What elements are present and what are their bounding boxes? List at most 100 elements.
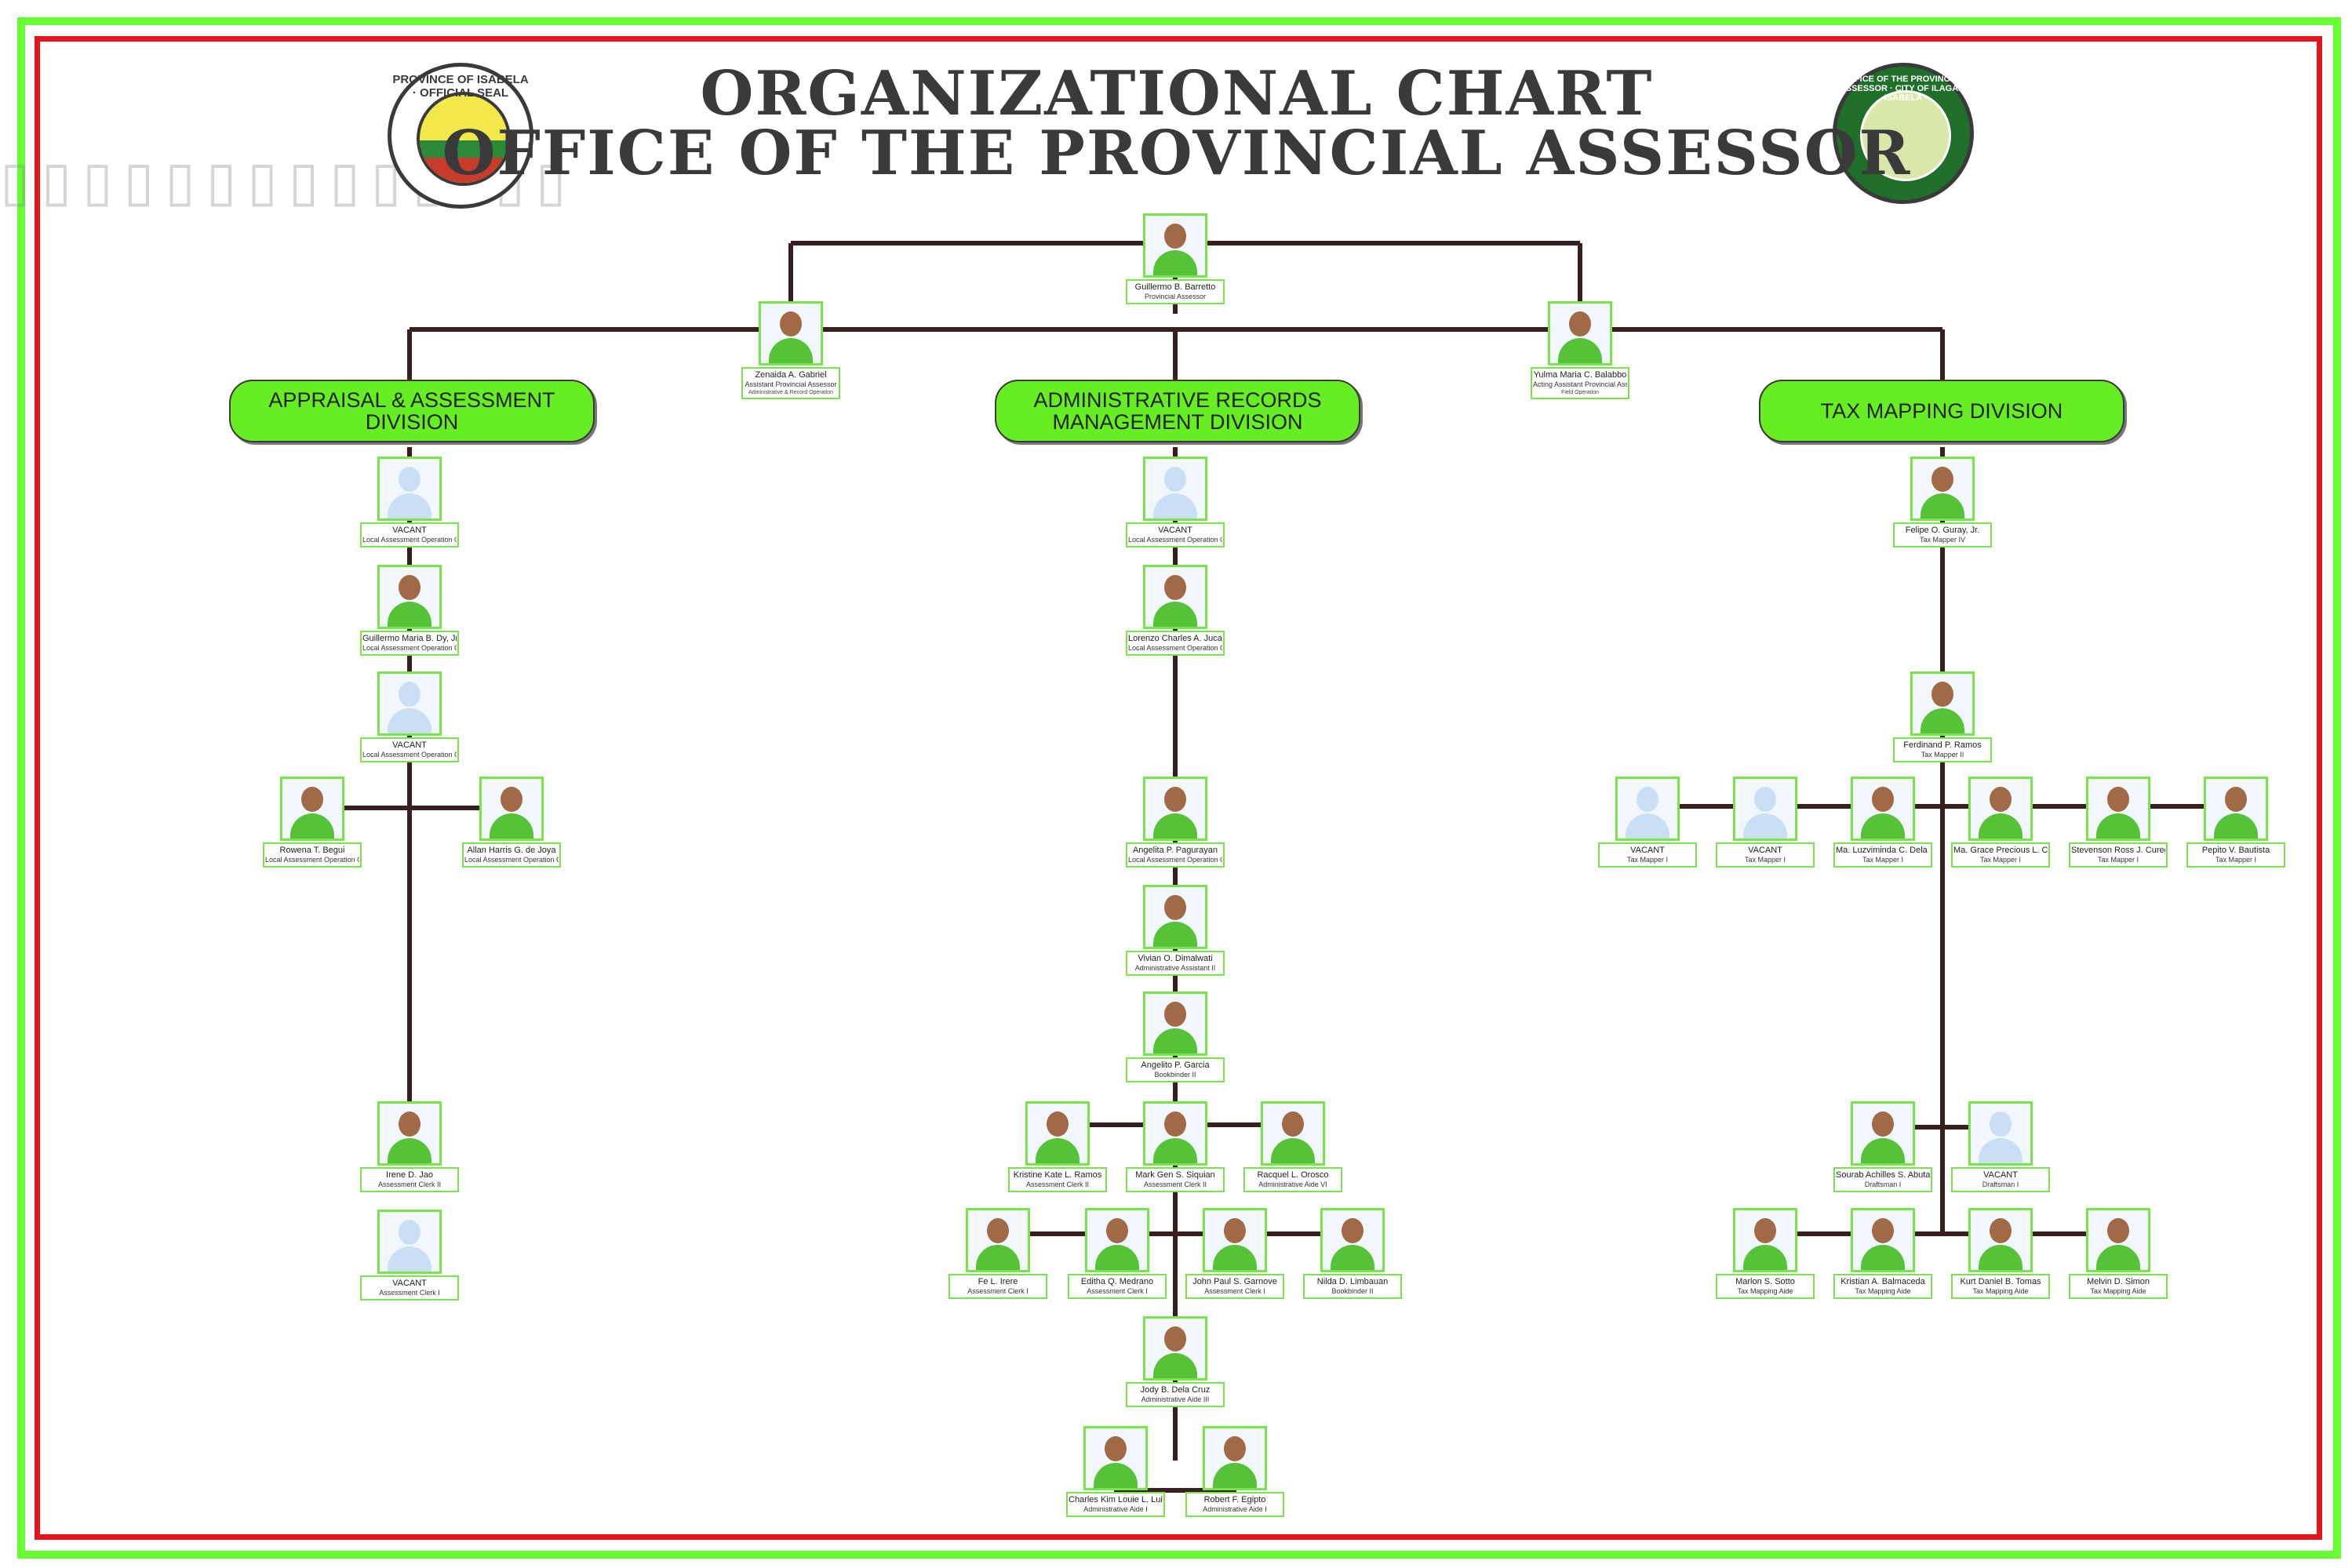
staff-name: Guillermo B. Barretto [1134,282,1216,292]
staff-name: Allan Harris G. de Joya [467,846,556,855]
staff-position: Local Assessment Operation Officer II [362,751,457,759]
staff-position: Tax Mapper I [2215,856,2257,864]
staff-photo [1143,1316,1207,1381]
vacant-avatar-icon [377,671,442,736]
staff-name: VACANT [1158,526,1192,535]
staff-position: Tax Mapping Aide [1855,1287,1911,1295]
staff-photo [2204,777,2268,841]
staff-position: Administrative Aide I [1083,1505,1148,1513]
staff-name: VACANT [1748,846,1782,855]
staff-photo [1851,777,1915,841]
staff-position: Tax Mapper I [1744,856,1786,864]
staff-photo [1910,671,1975,736]
staff-position: Tax Mapping Aide [2090,1287,2146,1295]
vacant-avatar-icon [1733,777,1797,841]
staff-name: Ma. Grace Precious L. Cubbig [1953,846,2048,855]
vacant-avatar-icon [377,457,442,521]
staff-name: Marlon S. Sotto [1735,1277,1795,1286]
staff-name: VACANT [392,526,427,535]
staff-name: Mark Gen S. Siquian [1135,1170,1215,1180]
staff-name: Racquel L. Orosco [1257,1170,1329,1180]
staff-name: Jody B. Dela Cruz [1140,1385,1211,1395]
staff-photo [1025,1101,1090,1166]
staff-name: Melvin D. Simon [2086,1277,2150,1286]
staff-name: Stevenson Ross J. Cureg [2071,846,2165,855]
staff-position: Bookbinder II [1154,1071,1196,1079]
staff-name: Editha Q. Medrano [1080,1277,1154,1286]
staff-photo [1143,213,1207,278]
staff-name: Angelito P. Garcia [1141,1060,1210,1070]
staff-photo [2086,777,2150,841]
inner-red-frame [35,36,2322,1540]
staff-name: Irene D. Jao [386,1170,433,1180]
staff-name: Rowena T. Begui [279,846,345,855]
staff-name: VACANT [392,1279,427,1288]
staff-photo [1143,777,1207,841]
staff-name: Guillermo Maria B. Dy, Jr. [362,634,457,643]
staff-name: Sourab Achilles S. Abutazil [1836,1170,1930,1180]
staff-name: John Paul S. Garnove [1192,1277,1277,1286]
staff-label: Guillermo Maria B. Dy, Jr.Local Assessme… [360,631,459,656]
division-records-line2: MANAGEMENT DIVISION [1052,410,1303,434]
outer-green-frame [17,17,2341,1559]
staff-name: Felipe O. Guray, Jr. [1905,526,1980,535]
staff-position: Assessment Clerk II [377,1181,442,1188]
staff-position: Administrative Assistant II [1134,964,1216,972]
staff-card-m1: Felipe O. Guray, Jr.Tax Mapper IV [1893,457,1992,548]
staff-position: Assessment Clerk II [1143,1181,1207,1188]
staff-label: Felipe O. Guray, Jr.Tax Mapper IV [1893,522,1992,548]
staff-position: Bookbinder II [1331,1287,1374,1295]
division-appraisal-line2: DIVISION [365,410,459,434]
staff-photo [1320,1208,1385,1272]
staff-photo [1910,457,1975,521]
staff-photo [1733,1208,1797,1272]
staff-photo [2086,1208,2150,1272]
staff-photo [1851,1101,1915,1166]
staff-name: Yulma Maria C. Balabbo [1533,370,1627,380]
staff-name: VACANT [1630,846,1665,855]
staff-position: Local Assessment Operation Officer III [362,644,457,652]
chart-title: ORGANIZATIONAL CHART [700,58,1654,129]
assessor-office-seal-icon: OFFICE OF THE PROVINCIAL ASSESSOR · CITY… [1833,63,1974,204]
staff-label: Ma. Grace Precious L. CubbigTax Mapper I [1951,842,2050,868]
vacant-avatar-icon [1143,457,1207,521]
staff-name: Charles Kim Louie L. Luis [1069,1495,1163,1504]
staff-position: Local Assessment Operation Officer I [265,856,359,864]
staff-position: Tax Mapper I [1626,856,1669,864]
staff-name: Ma. Luzviminda C. Dela Cruz [1836,846,1930,855]
vacant-avatar-icon [1615,777,1680,841]
staff-position: Draftsman I [1864,1181,1902,1188]
